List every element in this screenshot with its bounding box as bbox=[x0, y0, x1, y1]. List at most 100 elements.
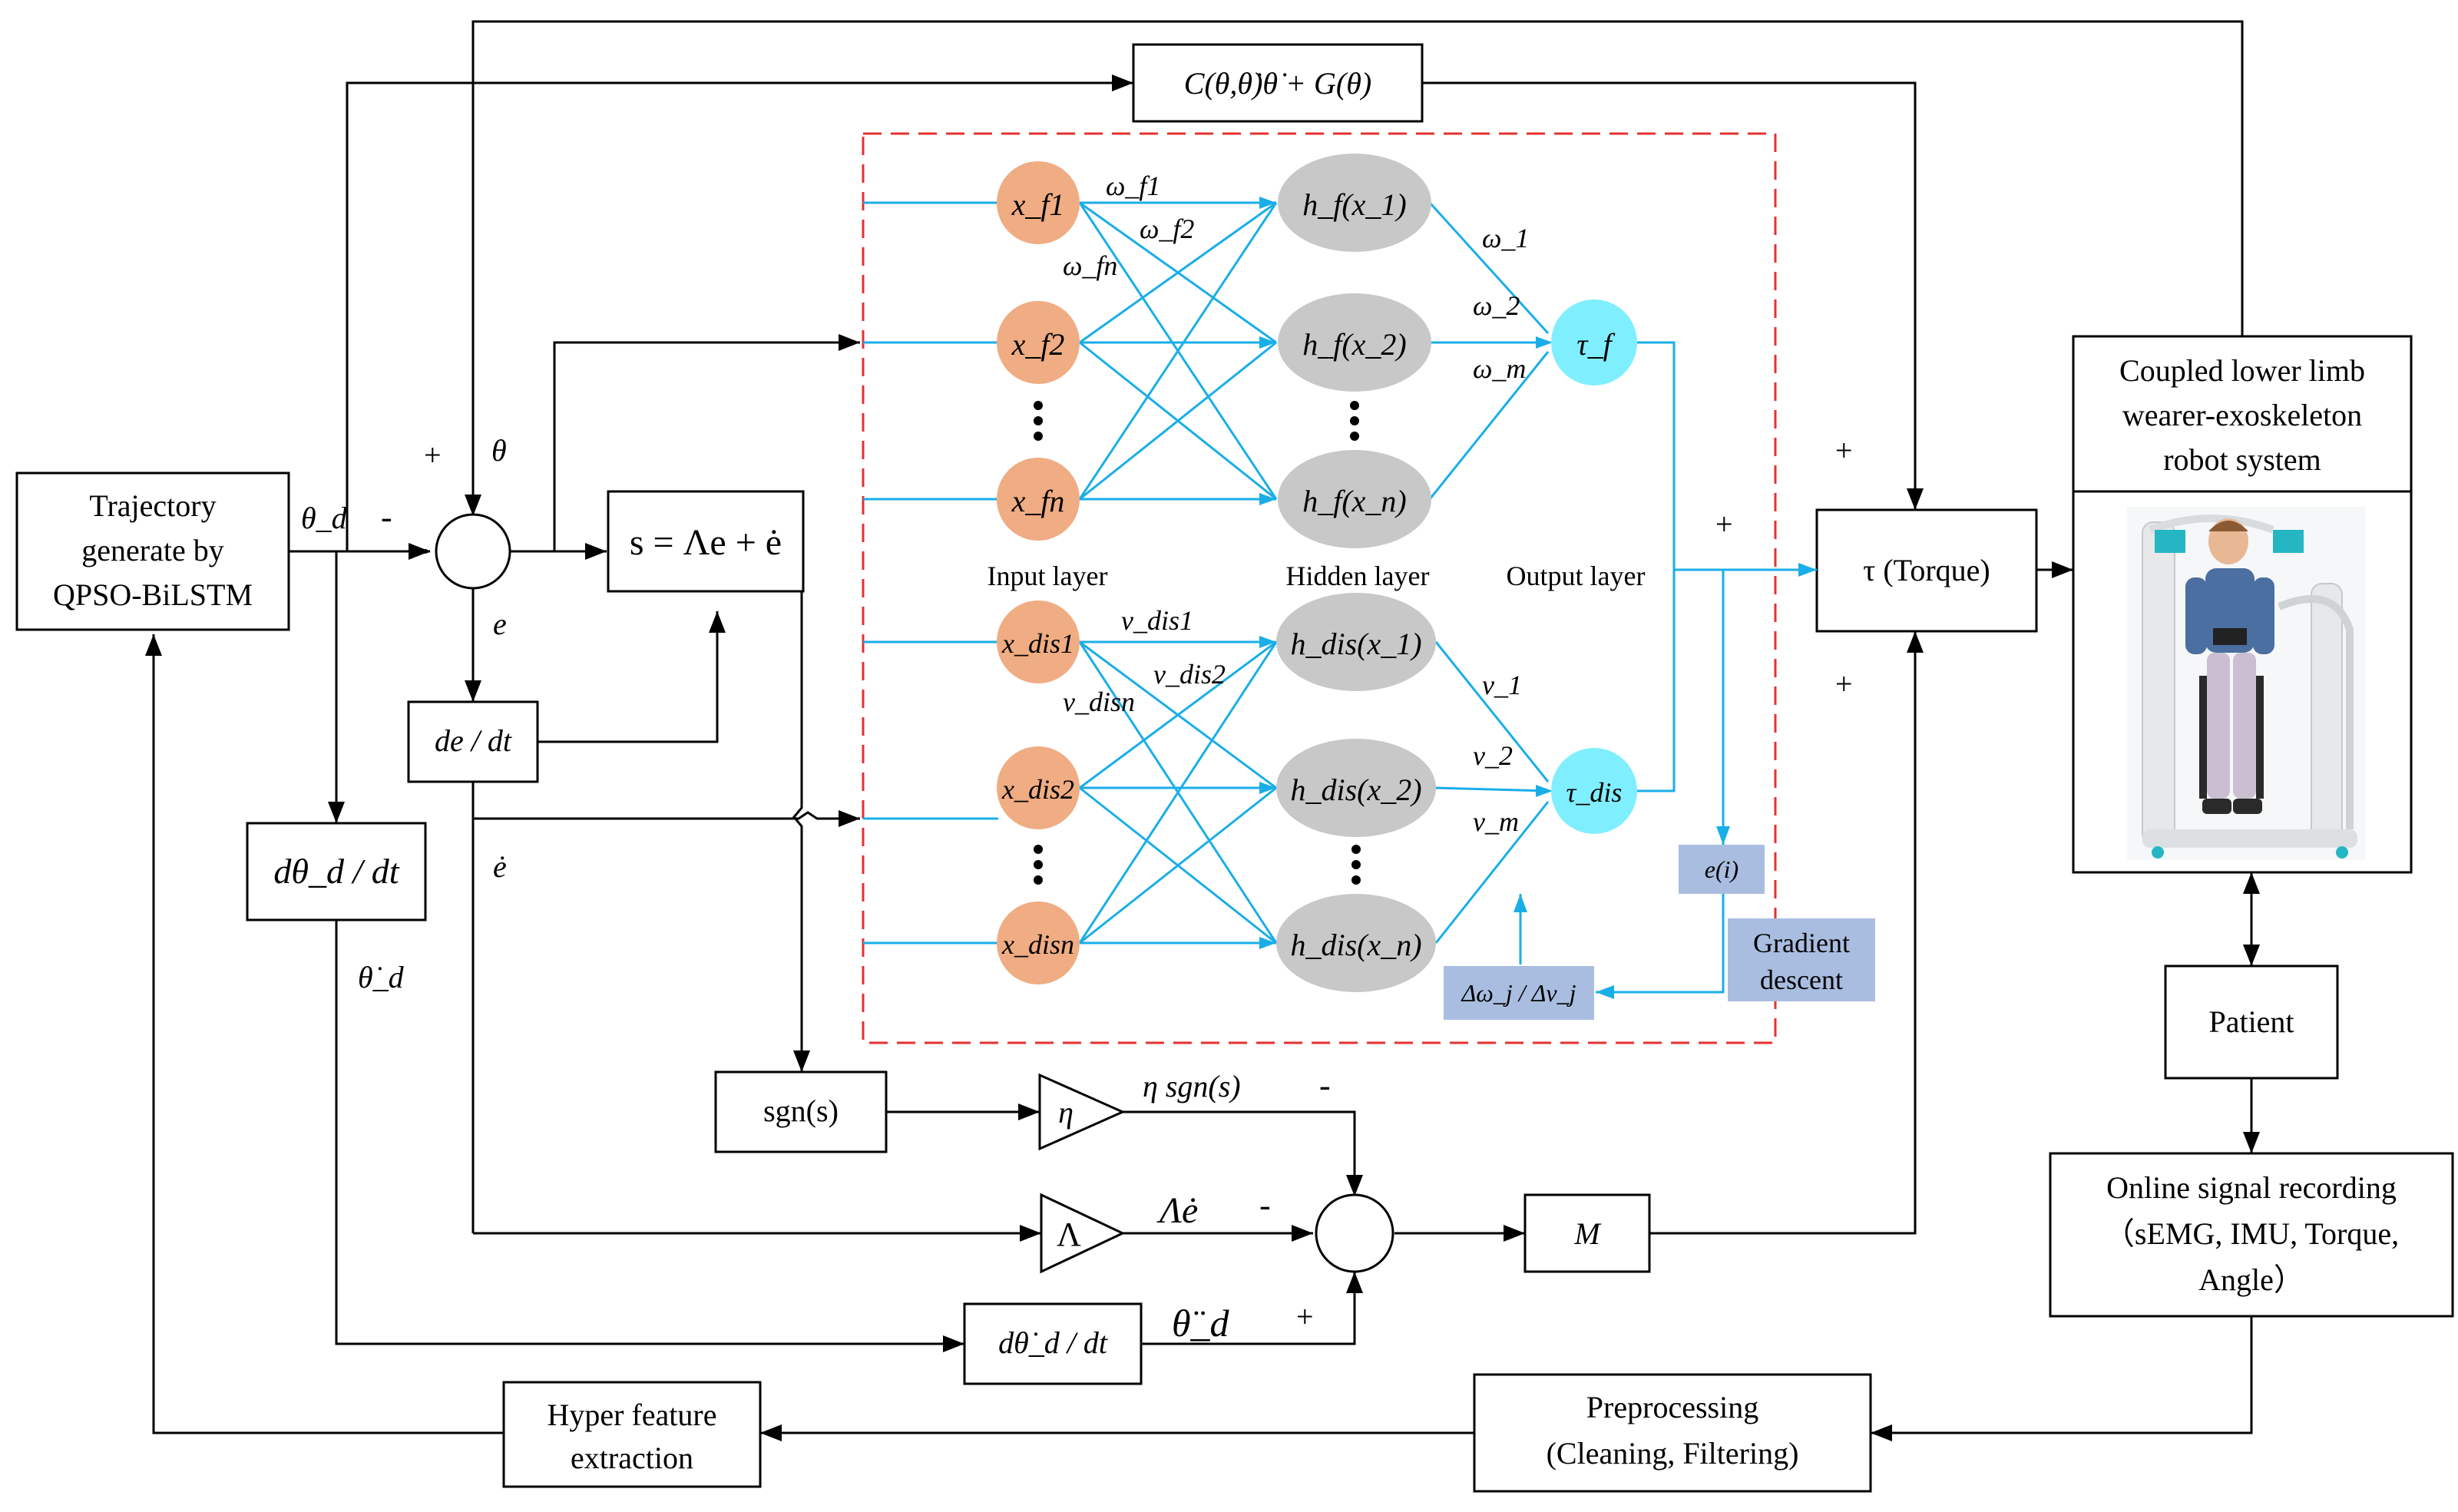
e-label: e bbox=[493, 607, 507, 641]
robot-line-3: robot system bbox=[2163, 442, 2321, 477]
minus-eta: - bbox=[1319, 1067, 1331, 1104]
lambda-gain-label: Λ bbox=[1057, 1216, 1081, 1253]
hidden-node-hdisn bbox=[1276, 894, 1436, 992]
theta-label: θ bbox=[491, 433, 507, 468]
robot-system-block: Coupled lower limb wearer-exoskeleton ro… bbox=[2072, 335, 2413, 874]
hyper-line-2: extraction bbox=[571, 1441, 693, 1475]
weight-v1: v_1 bbox=[1482, 670, 1522, 700]
eta-gain-label: η bbox=[1058, 1095, 1074, 1130]
error-label: e(i) bbox=[1705, 855, 1738, 883]
summing-junction-1 bbox=[435, 513, 511, 590]
hyper-line-1: Hyper feature bbox=[548, 1398, 717, 1432]
weight-wm: ω_m bbox=[1473, 353, 1526, 384]
hidden-node-hdisn-label: h_dis(x_n) bbox=[1290, 928, 1421, 962]
nn-dis-hidden-nodes: h_dis(x_1) h_dis(x_2) h_dis(x_n) bbox=[1276, 593, 1436, 992]
patient-block: Patient bbox=[2164, 964, 2339, 1080]
online-recording-block: Online signal recording （sEMG, IMU, Torq… bbox=[2049, 1152, 2454, 1318]
hidden-node-hf2-label: h_f(x_2) bbox=[1302, 327, 1407, 362]
de-dt-block: de / dt bbox=[407, 700, 539, 783]
weight-vdis2: v_dis2 bbox=[1153, 659, 1226, 690]
weight-update-block: Δω_j / Δv_j bbox=[1444, 966, 1594, 1020]
sliding-surface-block: s = Λe + ė bbox=[607, 490, 805, 593]
output-node-tau-f bbox=[1551, 299, 1637, 385]
theta-d-dot-label: θ̇_d bbox=[358, 960, 405, 994]
nn-f-input-nodes: x_f1 x_f2 x_fn bbox=[997, 161, 1080, 541]
trajectory-line-1: Trajectory bbox=[89, 488, 216, 523]
ddtheta-d-dt-label: dθ̇_d / dt bbox=[998, 1325, 1108, 1360]
ddtheta-d-dt-block: dθ̇_d / dt bbox=[963, 1302, 1143, 1385]
input-node-xdisn-label: x_disn bbox=[1001, 929, 1074, 960]
preprocessing-block: Preprocessing (Cleaning, Filtering) bbox=[1473, 1373, 1872, 1493]
input-node-xf1-label: x_f1 bbox=[1011, 187, 1065, 222]
output-layer-label: Output layer bbox=[1507, 561, 1646, 591]
dashed-network-boundary bbox=[862, 132, 1777, 1044]
preprocessing-line-1: Preprocessing bbox=[1586, 1390, 1758, 1424]
input-node-xf2 bbox=[997, 301, 1080, 384]
trajectory-line-2: generate by bbox=[81, 533, 223, 567]
weight-vdisn: v_disn bbox=[1063, 687, 1135, 717]
torque-block: τ (Torque) bbox=[1815, 508, 2038, 633]
hidden-node-hdis2 bbox=[1276, 739, 1436, 837]
minus-sum1-left: - bbox=[381, 498, 392, 536]
nn-dis-connections bbox=[1078, 636, 1553, 949]
output-node-tau-dis-label: τ_dis bbox=[1566, 777, 1623, 808]
lambda-e-dot-label: Λė bbox=[1156, 1190, 1198, 1231]
weight-v2: v_2 bbox=[1473, 740, 1513, 771]
output-node-tau-dis bbox=[1551, 748, 1637, 834]
lambda-gain: Λ bbox=[1040, 1193, 1126, 1274]
gradient-line-1: Gradient bbox=[1753, 928, 1850, 958]
hidden-node-hf1-label: h_f(x_1) bbox=[1302, 187, 1407, 222]
nonlinear-term-block: C(θ,θ̇)θ̇ + G(θ) bbox=[1132, 43, 1424, 123]
minus-lambda: - bbox=[1259, 1186, 1271, 1224]
hidden-node-hdis1 bbox=[1276, 593, 1436, 691]
summing-junction-2 bbox=[1315, 1193, 1394, 1273]
sgn-block: sgn(s) bbox=[714, 1070, 888, 1153]
hidden-node-hdis2-label: h_dis(x_2) bbox=[1290, 773, 1421, 807]
gradient-line-2: descent bbox=[1760, 964, 1843, 995]
nn-input-lines bbox=[863, 201, 998, 945]
input-node-xdisn bbox=[997, 902, 1080, 984]
preprocessing-line-2: (Cleaning, Filtering) bbox=[1547, 1436, 1799, 1471]
hidden-node-hf1 bbox=[1278, 154, 1431, 252]
weight-w1: ω_1 bbox=[1482, 223, 1529, 253]
sliding-surface-label: s = Λe + ė bbox=[630, 522, 782, 563]
input-node-xf1 bbox=[997, 161, 1080, 244]
weight-wfn: ω_fn bbox=[1063, 250, 1117, 281]
nn-weight-labels: ω_f1 ω_f2 ω_fn ω_1 ω_2 ω_m v_dis1 v_dis2… bbox=[1063, 170, 1529, 837]
hyper-feature-block: Hyper feature extraction bbox=[502, 1381, 762, 1488]
theta-d-ddot-label: θ̈_d bbox=[1172, 1302, 1230, 1345]
nn-output-nodes: τ_f τ_dis bbox=[1551, 299, 1637, 834]
hidden-node-hf2 bbox=[1278, 293, 1431, 392]
input-node-xdis2 bbox=[997, 746, 1080, 829]
eta-gain: η bbox=[1038, 1073, 1126, 1151]
dtheta-d-dt-block: dθ_d / dt bbox=[246, 822, 427, 921]
input-node-xfn-label: x_fn bbox=[1011, 484, 1065, 518]
eta-sgn-label: η sgn(s) bbox=[1143, 1069, 1241, 1103]
plus-ddot: + bbox=[1296, 1299, 1314, 1334]
weight-wf1: ω_f1 bbox=[1106, 170, 1160, 201]
weight-w2: ω_2 bbox=[1473, 290, 1520, 321]
mass-block: M bbox=[1523, 1193, 1651, 1273]
input-node-xdis1 bbox=[997, 600, 1080, 683]
e-dot-label: ė bbox=[493, 849, 507, 884]
torque-label: τ (Torque) bbox=[1863, 553, 1990, 587]
de-dt-label: de / dt bbox=[435, 723, 512, 758]
input-node-xdis1-label: x_dis1 bbox=[1001, 628, 1074, 659]
hidden-node-hfn-label: h_f(x_n) bbox=[1302, 484, 1407, 518]
signal-labels: θ_d - + θ e ė θ̇_d η sgn(s) - Λė - θ̈_d … bbox=[301, 433, 1853, 1345]
nn-dis-input-nodes: x_dis1 x_dis2 x_disn bbox=[997, 600, 1080, 984]
rbf-network-region: x_f1 x_f2 x_fn x_dis1 x_dis2 x_disn h_f(… bbox=[862, 132, 1875, 1044]
theta-d-label: θ_d bbox=[301, 501, 348, 535]
online-line-3: Angle） bbox=[2198, 1262, 2304, 1297]
plus-sum1-top: + bbox=[424, 438, 442, 472]
nn-ellipsis-dots bbox=[1034, 401, 1361, 885]
plus-torque-left: + bbox=[1715, 507, 1733, 541]
nn-layer-labels: Input layer Hidden layer Output layer bbox=[988, 561, 1646, 591]
gradient-descent-block: Gradient descent bbox=[1728, 918, 1875, 1001]
patient-label: Patient bbox=[2208, 1004, 2294, 1039]
input-node-xdis2-label: x_dis2 bbox=[1001, 774, 1074, 805]
robot-line-1: Coupled lower limb bbox=[2119, 353, 2365, 388]
hidden-node-hfn bbox=[1278, 450, 1431, 548]
nn-output-lines bbox=[1514, 341, 1817, 999]
